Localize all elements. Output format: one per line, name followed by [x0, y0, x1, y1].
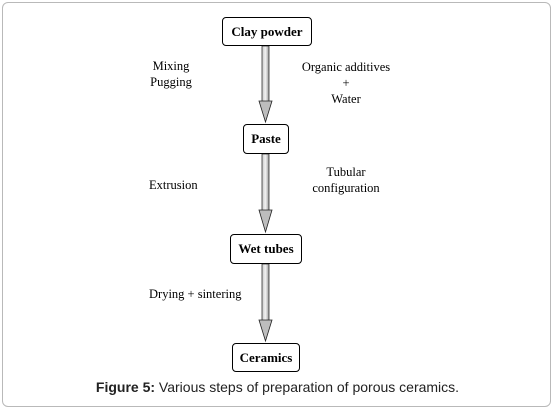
- arrow-paste-to-wet-tubes: [258, 153, 273, 234]
- step-ceramics: Ceramics: [232, 343, 300, 372]
- label-plus: +: [342, 76, 350, 90]
- process-mixing-pugging: Mixing Pugging: [136, 58, 206, 90]
- process-drying-sintering: Drying + sintering: [149, 287, 242, 301]
- label-tubular: Tubular: [326, 165, 366, 179]
- label-configuration: configuration: [312, 181, 380, 195]
- label-mixing: Mixing: [152, 59, 190, 73]
- step-paste: Paste: [243, 124, 289, 154]
- step-wet-tubes: Wet tubes: [230, 234, 302, 264]
- inputs-additives-water: Organic additives + Water: [296, 59, 396, 107]
- figure-caption: Figure 5: Various steps of preparation o…: [0, 379, 555, 395]
- figure-frame: [2, 2, 551, 407]
- label-water: Water: [331, 92, 361, 106]
- step-clay-powder: Clay powder: [222, 17, 312, 46]
- process-extrusion: Extrusion: [149, 178, 198, 192]
- arrow-clay-to-paste: [258, 45, 273, 124]
- caption-label: Figure 5:: [95, 379, 156, 395]
- label-organic-additives: Organic additives: [301, 60, 391, 74]
- label-pugging: Pugging: [150, 75, 192, 89]
- arrow-wet-tubes-to-ceramics: [258, 263, 273, 343]
- output-tubular-configuration: Tubular configuration: [306, 164, 386, 196]
- caption-text: Various steps of preparation of porous c…: [155, 379, 460, 395]
